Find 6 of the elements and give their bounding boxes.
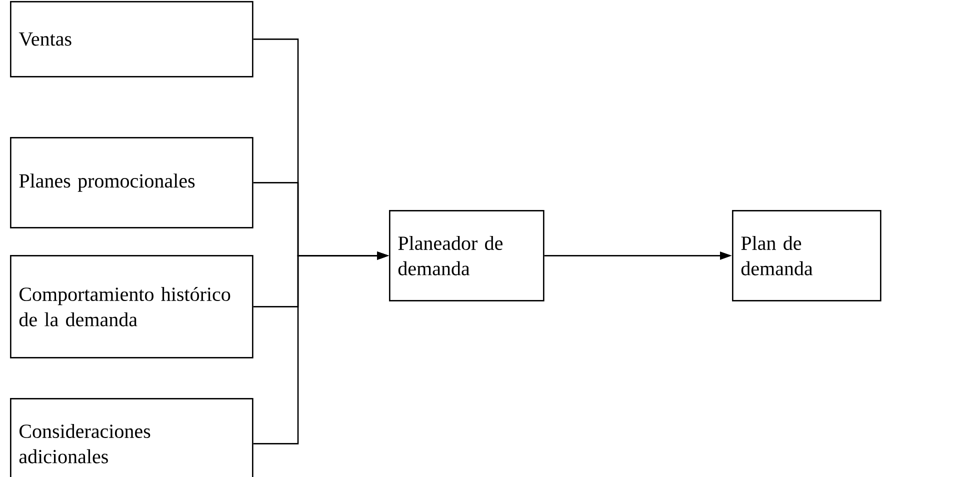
process-box: Plan de demanda — [732, 210, 882, 302]
process-box: Comportamiento histórico de la demanda — [10, 255, 254, 358]
process-box: Consideraciones adicionales — [10, 398, 254, 477]
process-box: Ventas — [10, 1, 254, 78]
process-box: Planes promocionales — [10, 137, 254, 228]
process-box: Planeador de demanda — [389, 210, 544, 302]
